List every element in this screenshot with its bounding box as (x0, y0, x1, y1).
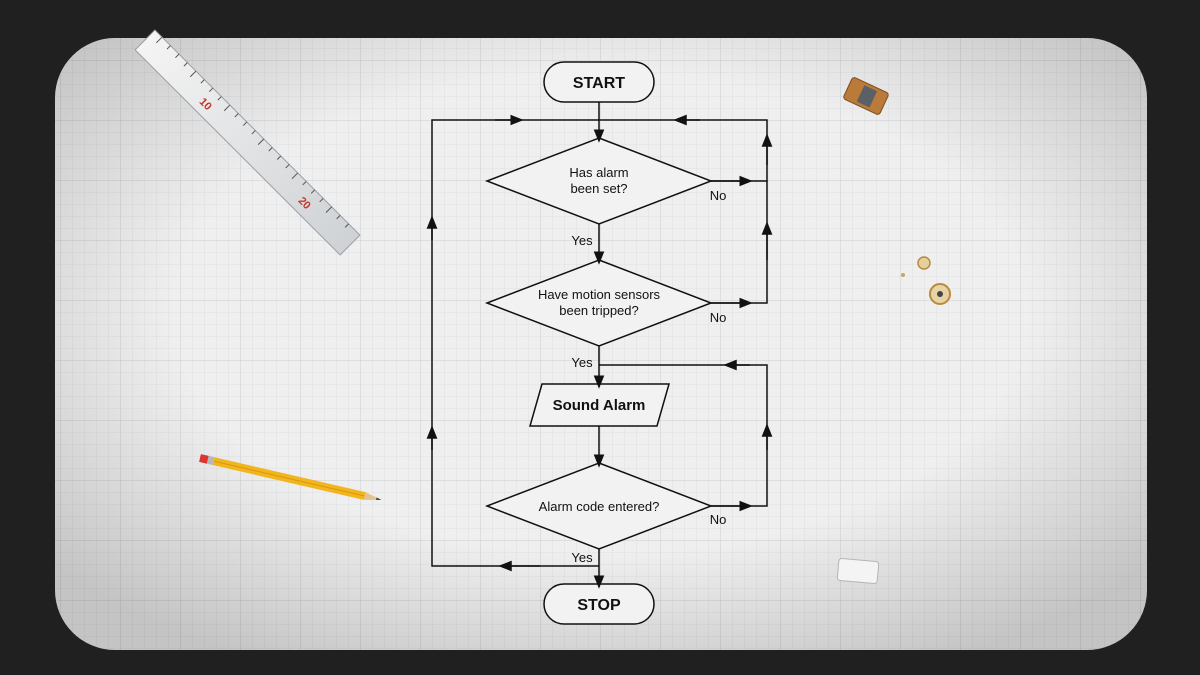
stop-label: STOP (577, 597, 621, 614)
d3-label: Alarm code entered? (539, 499, 660, 514)
d2-line-2: been tripped? (559, 303, 639, 318)
start-label: START (573, 75, 625, 92)
eraser (836, 558, 880, 584)
sound-alarm-label: Sound Alarm (553, 397, 646, 414)
d2-line-1: Have motion sensors (538, 287, 661, 302)
d3-yes-label: Yes (571, 550, 593, 565)
d1-yes-label: Yes (571, 233, 593, 248)
d1-line-2: been set? (570, 181, 627, 196)
pencil (199, 454, 382, 500)
ruler: 10 20 (134, 29, 361, 256)
sound-alarm-process (529, 383, 670, 427)
d2-no-label: No (710, 310, 727, 325)
d2-yes-label: Yes (571, 355, 593, 370)
pencil-sharpener (843, 77, 889, 115)
d1-line-1: Has alarm (569, 165, 628, 180)
d3-no-label: No (710, 512, 727, 527)
d1-no-label: No (710, 188, 727, 203)
flowchart-labels: START Has alarm been set? Have motion se… (538, 75, 726, 614)
pencil-shavings (901, 256, 951, 305)
flowchart (426, 61, 773, 625)
